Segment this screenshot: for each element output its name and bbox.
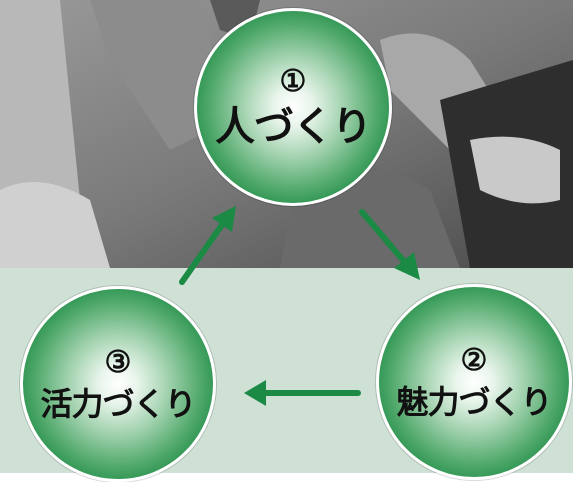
node-number: ② (460, 343, 488, 378)
node-miryokuzukuri: ② 魅力づくり (376, 284, 572, 480)
node-hitozukuri: ① 人づくり (194, 8, 392, 206)
arrow-1-to-2 (359, 209, 420, 280)
node-number: ③ (104, 345, 132, 380)
node-label: 活力づくり (40, 385, 196, 423)
node-katsuryokuzukuri: ③ 活力づくり (20, 286, 216, 482)
arrow-2-to-3 (244, 380, 361, 406)
node-label: 魅力づくり (396, 383, 552, 421)
node-number: ① (279, 64, 307, 99)
node-label: 人づくり (215, 103, 372, 150)
arrow-3-to-1 (179, 206, 236, 285)
